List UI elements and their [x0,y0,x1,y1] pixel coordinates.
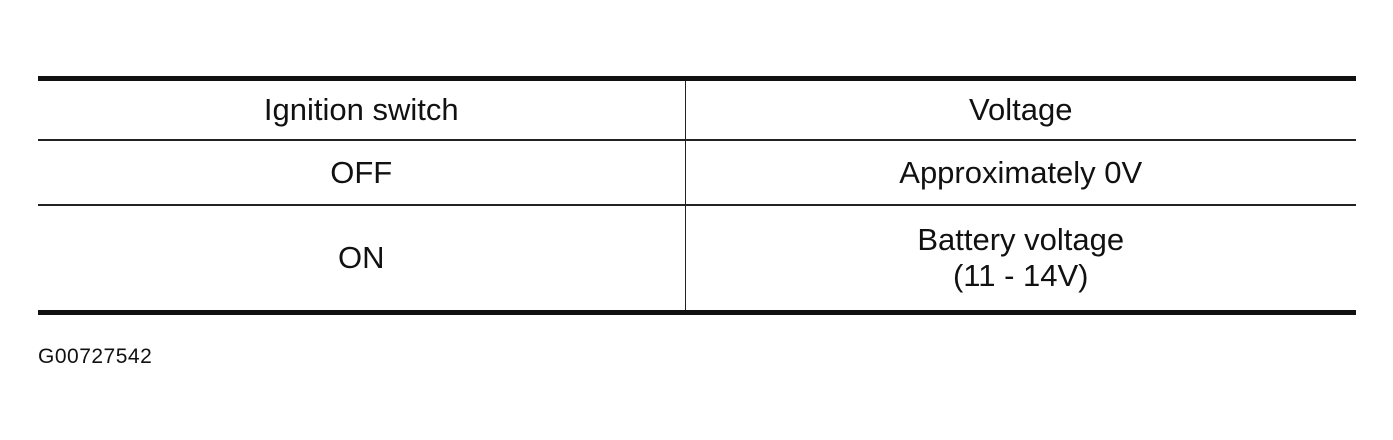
voltage-off-value: Approximately 0V [899,154,1143,190]
table-row: OFF Approximately 0V [38,140,1356,206]
cell-ignition-off: OFF [38,140,686,206]
table-header-row: Ignition switch Voltage [38,78,1356,141]
voltage-on-range: (11 - 14V) [952,258,1089,293]
voltage-on-value: Battery voltage [917,222,1125,257]
figure-id-label: G00727542 [38,345,153,368]
header-ignition-switch: Ignition switch [38,78,686,141]
voltage-spec-table-container: Ignition switch Voltage OFF Approximatel… [38,76,1356,315]
cell-voltage-off: Approximately 0V [685,140,1356,206]
cell-voltage-on: Battery voltage (11 - 14V) [685,205,1356,313]
table-row: ON Battery voltage (11 - 14V) [38,205,1356,313]
cell-ignition-on: ON [38,205,686,313]
voltage-spec-table: Ignition switch Voltage OFF Approximatel… [38,76,1356,315]
header-voltage: Voltage [685,78,1356,141]
